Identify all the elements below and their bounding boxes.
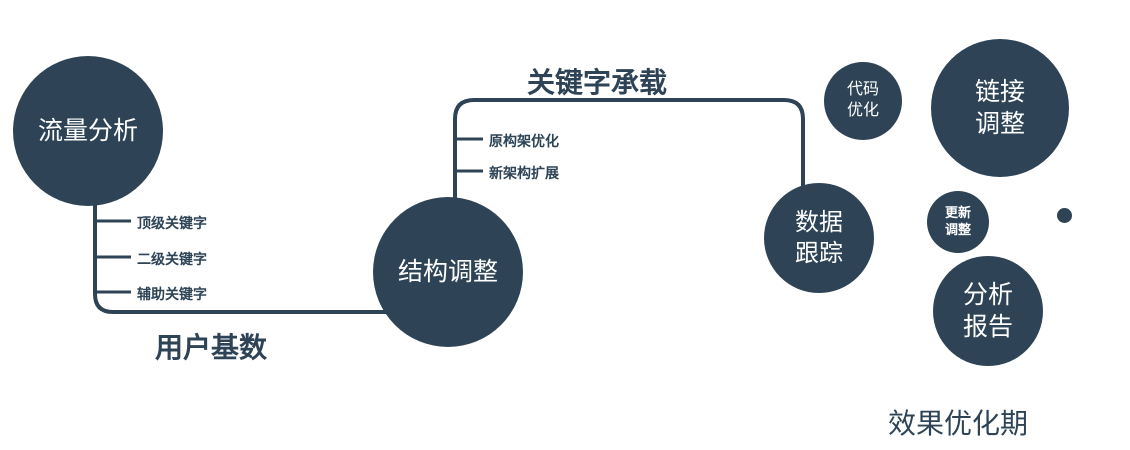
node-update-adjustment: 更新 调整 (927, 191, 989, 253)
node-code-optimization: 代码 优化 (824, 62, 902, 140)
edge-traffic-to-structure (93, 198, 402, 314)
node-structure-adjustment-label: 结构调整 (397, 257, 498, 286)
node-analysis-report-label: 分析 报告 (962, 280, 1013, 342)
node-structure-adjustment: 结构调整 (373, 197, 523, 347)
node-data-tracking: 数据 跟踪 (764, 183, 874, 293)
node-link-adjustment-label: 链接 调整 (974, 77, 1025, 139)
node-link-adjustment: 链接 调整 (931, 39, 1069, 177)
node-code-optimization-label: 代码 优化 (846, 81, 879, 119)
node-analysis-report: 分析 报告 (933, 256, 1043, 366)
edge-label-keyword-bearing: 关键字承载 (527, 67, 668, 98)
branch-label-auxiliary-keywords: 辅助关键字 (137, 286, 207, 302)
branch-label-secondary-keywords: 二级关键字 (137, 251, 207, 267)
branch-label-new-architecture: 新架构扩展 (489, 165, 559, 181)
node-traffic-analysis-label: 流量分析 (37, 116, 138, 145)
branch-label-top-keywords: 顶级关键字 (137, 215, 207, 231)
caption-effect-optimization-period: 效果优化期 (888, 408, 1029, 439)
edge-structure-to-data-tracking (453, 98, 805, 202)
dot-marker (1057, 208, 1072, 223)
node-traffic-analysis: 流量分析 (13, 56, 163, 206)
node-data-tracking-label: 数据 跟踪 (795, 208, 843, 267)
node-update-adjustment-label: 更新 调整 (944, 205, 971, 237)
branch-label-original-architecture: 原构架优化 (489, 133, 559, 149)
edge-label-user-base: 用户基数 (155, 332, 268, 363)
